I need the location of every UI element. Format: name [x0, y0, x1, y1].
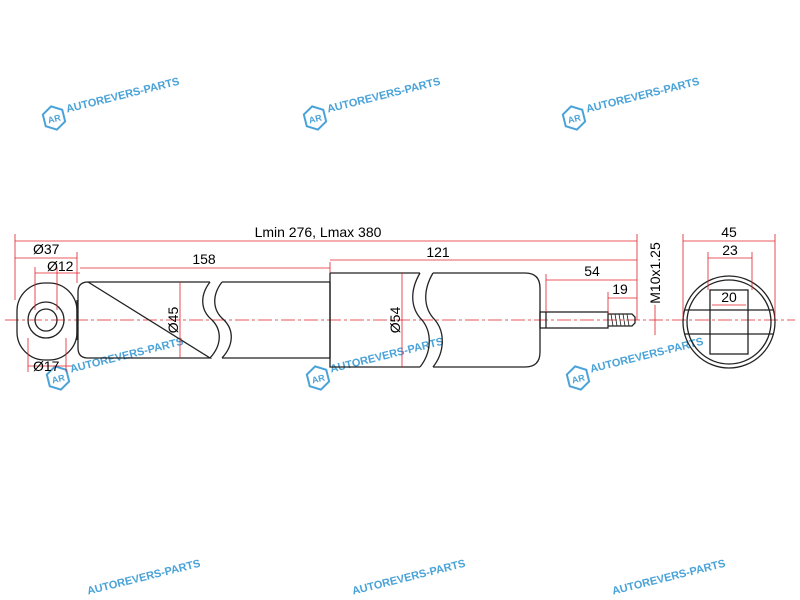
dim-washer-outer-label: 45 [721, 224, 737, 240]
dim-length-label: Lmin 276, Lmax 380 [255, 224, 382, 240]
watermark-text: AUTOREVERS-PARTS [86, 558, 202, 598]
dimension-lines [14, 234, 776, 372]
dim-eye-bore-label: Ø12 [47, 258, 74, 274]
dim-outer-length-label: 121 [426, 244, 450, 260]
watermark-logo: AR AUTOREVERS-PARTS [565, 336, 705, 391]
watermark-logo-text: AR [567, 112, 583, 125]
damper-body [77, 272, 636, 368]
eye-outline [16, 282, 78, 361]
watermark-logo: AUTOREVERS-PARTS [86, 558, 202, 598]
dim-thread-length-label: 19 [612, 281, 628, 297]
watermark-text: AUTOREVERS-PARTS [329, 336, 445, 376]
watermark-text: AUTOREVERS-PARTS [326, 76, 442, 116]
watermark-text: AUTOREVERS-PARTS [585, 76, 701, 116]
dim-rod-length-label: 54 [584, 263, 600, 279]
rod-thread [608, 313, 636, 327]
eye-bushing [27, 301, 65, 339]
watermark-text: AUTOREVERS-PARTS [351, 558, 467, 598]
end-view-bracket [709, 289, 749, 355]
watermark-logo: AR AUTOREVERS-PARTS [302, 76, 442, 131]
dim-body-dia-label: Ø45 [165, 307, 181, 334]
end-view-outer-circle [682, 275, 776, 369]
watermark-text: AUTOREVERS-PARTS [69, 336, 185, 376]
watermark-text: AUTOREVERS-PARTS [611, 558, 727, 598]
watermark-logo-text: AR [308, 112, 324, 125]
piston-rod [539, 311, 609, 329]
eye-mount [16, 282, 78, 361]
dim-thread-label: M10x1.25 [647, 242, 663, 304]
watermark-logo: AUTOREVERS-PARTS [611, 558, 727, 598]
watermark-logo-text: AR [47, 112, 63, 125]
watermark-logo-text: AR [571, 372, 587, 385]
watermark-logo: AR AUTOREVERS-PARTS [305, 336, 445, 391]
watermark-logo-text: AR [51, 372, 67, 385]
end-view [682, 275, 776, 369]
watermark-logo: AR AUTOREVERS-PARTS [561, 76, 701, 131]
dim-outer-dia-label: Ø54 [387, 307, 403, 334]
dim-eye-bushing-label: Ø17 [33, 358, 60, 374]
dimension-labels: Lmin 276, Lmax 380 Ø37 Ø12 158 121 54 19… [33, 224, 738, 374]
watermark-text: AUTOREVERS-PARTS [65, 76, 181, 116]
eye-bore [34, 308, 58, 332]
watermark-logo: AR AUTOREVERS-PARTS [45, 336, 185, 391]
end-view-inner-circle [686, 279, 772, 365]
watermark-logo: AUTOREVERS-PARTS [351, 558, 467, 598]
dim-washer-mid-label: 23 [722, 242, 738, 258]
watermark-group: AR AUTOREVERS-PARTS AR AUTOREVERS-PARTS … [41, 76, 727, 598]
watermark-logo: AR AUTOREVERS-PARTS [41, 76, 181, 131]
dim-washer-inner-label: 20 [721, 289, 737, 305]
dim-eye-outer-label: Ø37 [33, 241, 60, 257]
break-line-inner-left [202, 281, 220, 359]
break-line-inner-right [214, 281, 232, 359]
dim-body-length-label: 158 [192, 251, 216, 267]
watermark-logo-text: AR [311, 372, 327, 385]
break-line-outer-right [425, 272, 443, 368]
break-line-outer-left [412, 272, 430, 368]
thread-hatch [610, 313, 630, 327]
